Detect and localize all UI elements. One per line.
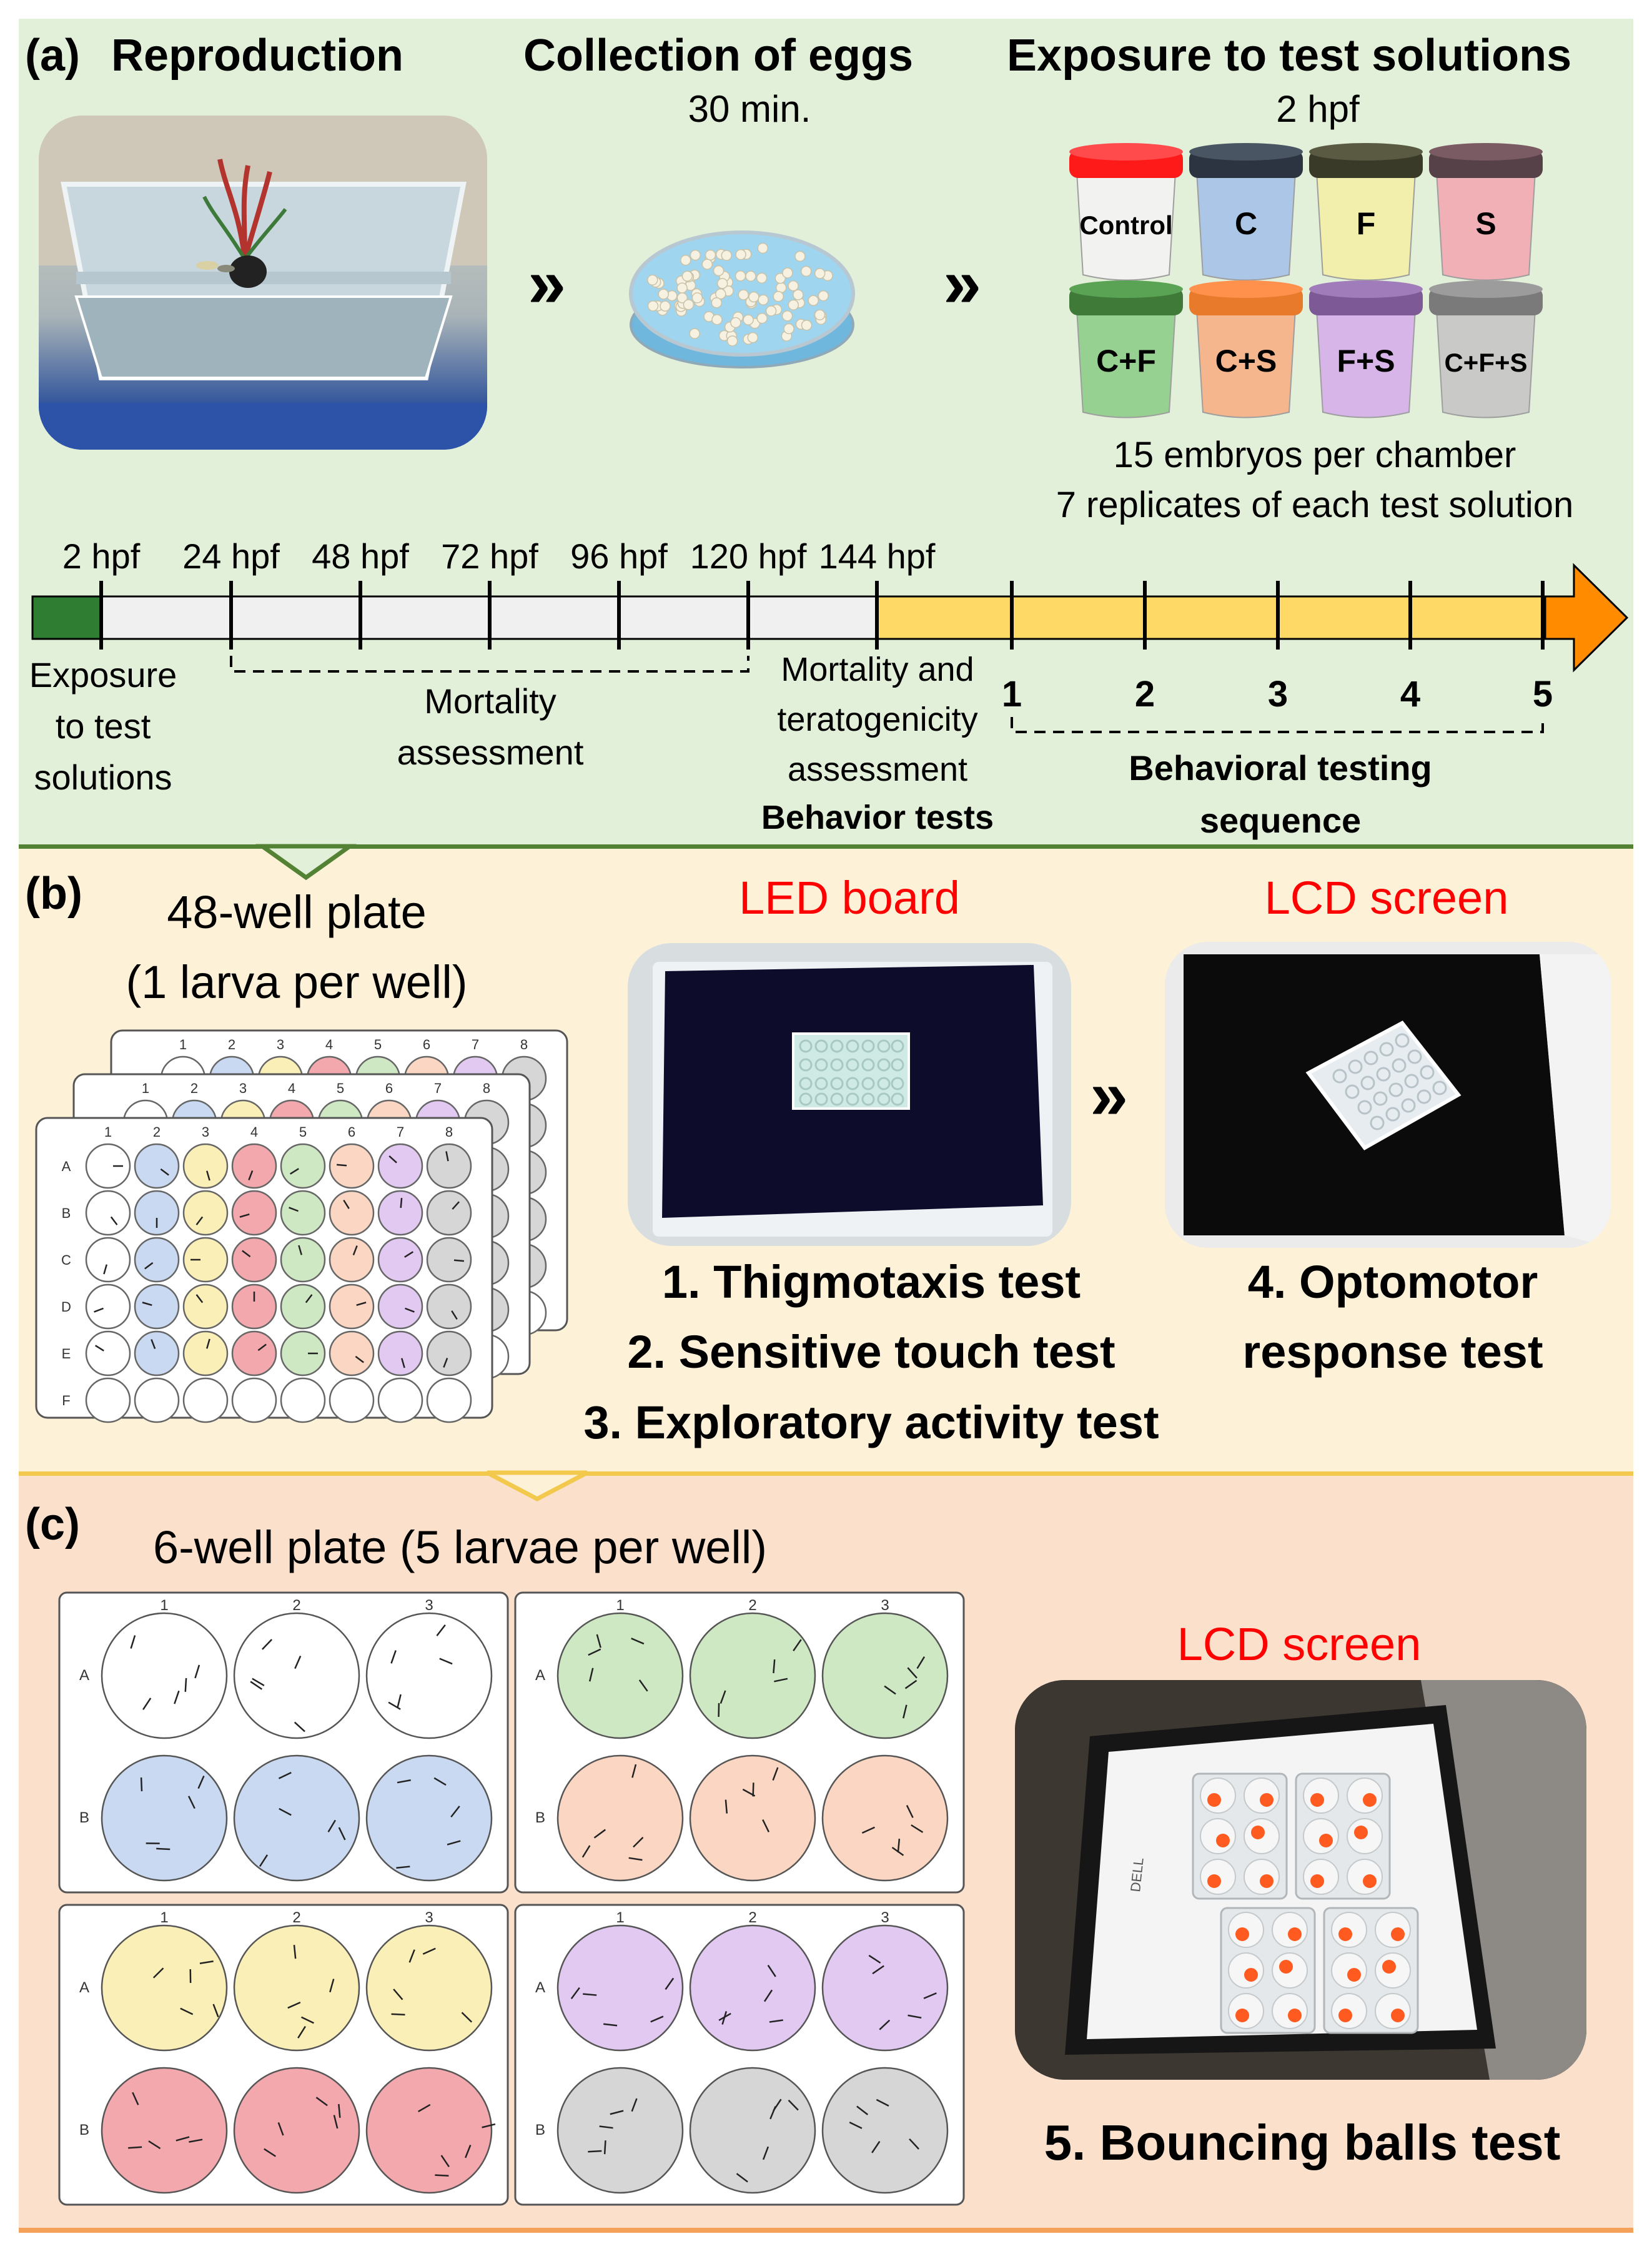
timeline-tick-label: 48 hpf xyxy=(312,536,409,576)
lcd-screen-illustration-b xyxy=(1165,942,1611,1248)
test-4-label-line2: response test xyxy=(1242,1326,1543,1378)
bouncing-ball xyxy=(1216,1834,1230,1847)
plate48-title-line1: 48-well plate xyxy=(167,886,427,938)
bouncing-ball xyxy=(1363,1874,1377,1888)
bouncing-ball xyxy=(1391,1927,1405,1941)
timeline-tick-label: 96 hpf xyxy=(570,536,668,576)
test-1-label: 1. Thigmotaxis test xyxy=(661,1256,1081,1308)
bouncing-ball xyxy=(1310,1793,1324,1807)
timeline-tick-label: 120 hpf xyxy=(690,536,807,576)
mortality-label: Mortality assessment xyxy=(397,681,584,772)
bouncing-ball xyxy=(1235,1927,1249,1941)
exposure-label: Exposure to test solutions xyxy=(29,655,177,797)
arrow-to-collection: » xyxy=(528,245,566,322)
bouncing-ball xyxy=(1207,1874,1221,1888)
breeding-tank-illustration xyxy=(39,116,487,450)
panel-a-divider xyxy=(19,844,1633,849)
behavioral-sequence-label: Behavioral testing sequence xyxy=(1129,748,1432,840)
collection-time: 30 min. xyxy=(688,88,811,130)
bouncing-ball xyxy=(1244,1968,1258,1982)
breeding-tank-photo xyxy=(39,116,487,450)
bouncing-ball xyxy=(1338,1927,1352,1941)
lcd-screen-photo-c: DELL xyxy=(1015,1680,1586,2080)
bouncing-balls-label: 5. Bouncing balls test xyxy=(1044,2115,1561,2170)
sequence-number: 1 xyxy=(1001,674,1022,714)
test-4-label-line1: 4. Optomotor xyxy=(1247,1256,1538,1308)
behavior-tests-label: Behavior tests xyxy=(761,799,994,836)
exposure-title: Exposure to test solutions xyxy=(1007,31,1572,81)
bouncing-ball xyxy=(1338,2009,1352,2022)
panel-b-divider xyxy=(19,1471,1633,1476)
arrow-led-to-lcd: » xyxy=(1090,1057,1129,1134)
bouncing-ball xyxy=(1260,1793,1274,1807)
timeline-tick-label: 2 hpf xyxy=(62,536,141,576)
led-board-title: LED board xyxy=(739,872,960,924)
panel-a-label: (a) xyxy=(25,31,80,81)
led-board-illustration xyxy=(653,962,1052,1237)
bouncing-ball xyxy=(1391,2009,1405,2022)
timeline-tick-label: 72 hpf xyxy=(441,536,538,576)
panel-c-divider xyxy=(19,2228,1633,2233)
bouncing-ball xyxy=(1310,1874,1324,1888)
plate48-title-line2: (1 larva per well) xyxy=(126,956,468,1008)
lcd-screen-title-b: LCD screen xyxy=(1264,872,1509,924)
replicates-text: 7 replicates of each test solution xyxy=(1056,485,1574,525)
collection-title: Collection of eggs xyxy=(523,31,914,81)
bouncing-ball xyxy=(1382,1960,1396,1974)
sequence-number: 3 xyxy=(1267,674,1288,714)
bouncing-ball xyxy=(1319,1834,1333,1847)
sequence-number: 2 xyxy=(1134,674,1155,714)
bouncing-ball xyxy=(1235,2009,1249,2022)
bouncing-ball xyxy=(1251,1826,1265,1839)
plate6-title: 6-well plate (5 larvae per well) xyxy=(153,1521,767,1573)
test-3-label: 3. Exploratory activity test xyxy=(583,1396,1159,1448)
bouncing-ball xyxy=(1347,1968,1361,1982)
bouncing-ball xyxy=(1363,1793,1377,1807)
timeline-tick-label: 24 hpf xyxy=(182,536,280,576)
panel-c-label: (c) xyxy=(25,1500,80,1550)
teratogenicity-label: Mortality and teratogenicity assessment xyxy=(777,651,978,788)
timeline-tick-label: 144 hpf xyxy=(818,536,936,576)
bouncing-balls-illustration: DELL xyxy=(1015,1680,1586,2080)
reproduction-title: Reproduction xyxy=(111,31,403,81)
exposure-time: 2 hpf xyxy=(1276,88,1360,130)
bouncing-ball xyxy=(1260,1874,1274,1888)
arrow-to-exposure: » xyxy=(943,245,982,322)
bouncing-ball xyxy=(1354,1826,1368,1839)
sequence-number: 4 xyxy=(1400,674,1421,714)
panel-b-label: (b) xyxy=(25,869,82,919)
led-board-photo xyxy=(628,943,1071,1246)
lcd-screen-title-c: LCD screen xyxy=(1177,1618,1422,1670)
bouncing-ball xyxy=(1279,1960,1293,1974)
sequence-number: 5 xyxy=(1532,674,1553,714)
embryos-per-chamber: 15 embryos per chamber xyxy=(1113,435,1516,475)
bouncing-ball xyxy=(1288,2009,1302,2022)
lcd-screen-photo-b xyxy=(1165,942,1611,1248)
bouncing-ball xyxy=(1288,1927,1302,1941)
test-2-label: 2. Sensitive touch test xyxy=(627,1326,1115,1378)
bouncing-ball xyxy=(1207,1793,1221,1807)
monitor-brand: DELL xyxy=(1127,1857,1147,1892)
